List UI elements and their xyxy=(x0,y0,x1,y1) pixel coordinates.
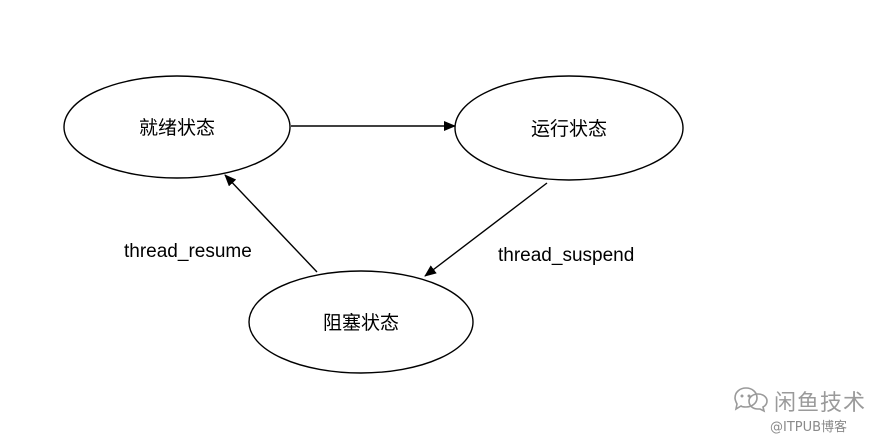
state-running: 运行状态 xyxy=(454,75,684,181)
state-blocked-label: 阻塞状态 xyxy=(323,312,399,334)
watermark-account-name: 闲鱼技术 xyxy=(774,391,866,416)
transition-label-suspend: thread_suspend xyxy=(498,245,634,266)
watermark-site: @ITPUB博客 xyxy=(770,419,847,435)
transition-label-resume: thread_resume xyxy=(124,241,252,262)
state-ready: 就绪状态 xyxy=(63,75,291,179)
edge-blocked-to-ready xyxy=(224,174,318,273)
watermark: 闲鱼技术 @ITPUB博客 xyxy=(734,387,866,435)
state-running-label: 运行状态 xyxy=(531,118,607,140)
state-ready-label: 就绪状态 xyxy=(139,117,215,139)
wechat-icon xyxy=(734,387,768,413)
edge-running-to-blocked xyxy=(424,182,548,277)
state-blocked: 阻塞状态 xyxy=(248,270,474,374)
